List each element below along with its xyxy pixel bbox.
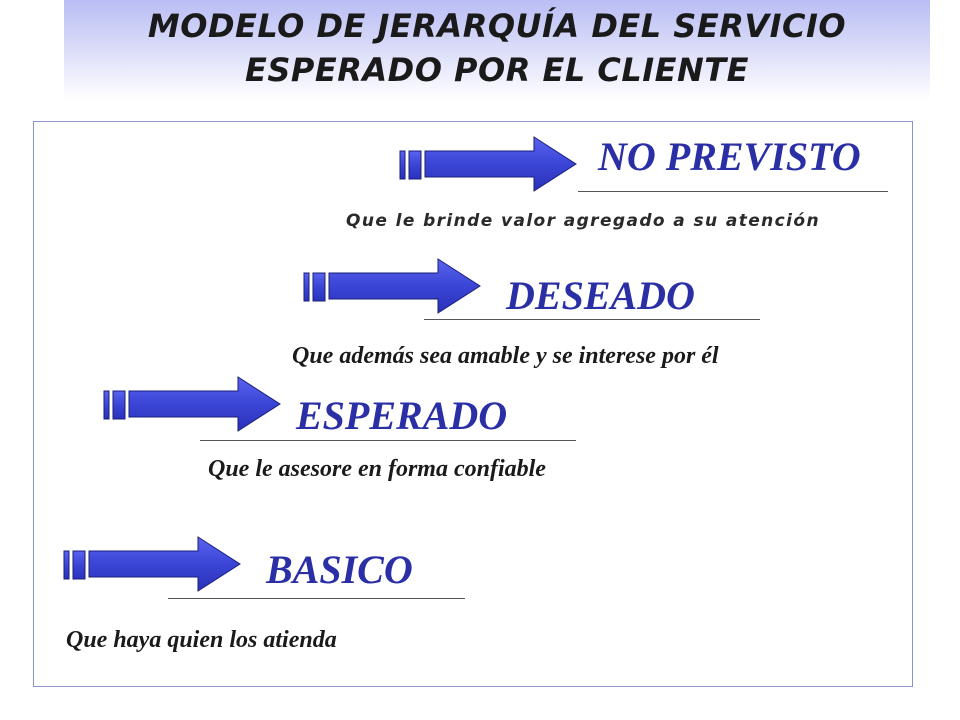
content-frame bbox=[33, 121, 913, 687]
arrow-icon-no-previsto bbox=[399, 136, 577, 192]
arrow-icon-basico bbox=[63, 536, 241, 592]
level-label-basico: BASICO bbox=[266, 547, 413, 592]
level-description-basico: Que haya quien los atienda bbox=[66, 627, 337, 653]
underline-deseado bbox=[424, 319, 760, 320]
level-description-deseado: Que además sea amable y se interese por … bbox=[292, 343, 719, 369]
underline-basico bbox=[168, 598, 465, 599]
title-line-2: ESPERADO POR EL CLIENTE bbox=[245, 51, 749, 89]
level-description-no-previsto: Que le brinde valor agregado a su atenci… bbox=[346, 211, 820, 231]
arrow-icon-esperado bbox=[103, 376, 281, 432]
arrow-icon-deseado bbox=[303, 258, 481, 314]
underline-no-previsto bbox=[578, 191, 888, 192]
level-label-no-previsto: NO PREVISTO bbox=[598, 134, 861, 179]
level-label-esperado: ESPERADO bbox=[296, 393, 508, 438]
title-line-1: MODELO DE JERARQUÍA DEL SERVICIO bbox=[147, 7, 847, 45]
underline-esperado bbox=[200, 440, 576, 441]
title-bar bbox=[64, 0, 930, 100]
level-description-esperado: Que le asesore en forma confiable bbox=[208, 456, 546, 482]
slide-title: MODELO DE JERARQUÍA DEL SERVICIO ESPERAD… bbox=[64, 4, 930, 92]
level-label-deseado: DESEADO bbox=[506, 273, 695, 318]
